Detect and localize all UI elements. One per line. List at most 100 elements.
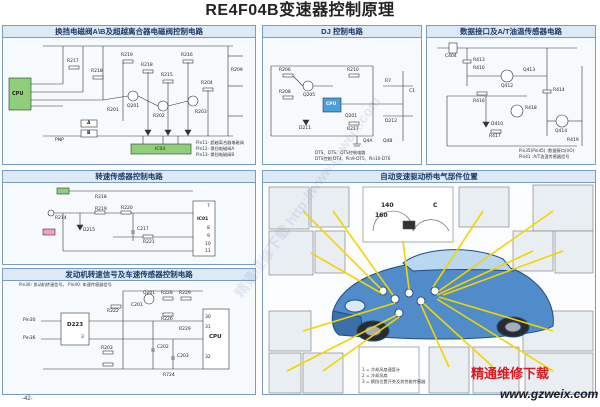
- d223-label: D223: [67, 322, 84, 328]
- d212-label: D212: [385, 119, 398, 124]
- ic-pin: 10: [205, 242, 211, 247]
- ic-pin: 9: [207, 234, 210, 239]
- c1-label: C1: [409, 89, 416, 94]
- legend-line-3: 3 = 换挡位置开关及其性能传感器: [362, 379, 426, 384]
- cpu-pin: 31: [205, 325, 211, 330]
- r413-label: R413: [473, 58, 485, 63]
- cpu-label: CPU: [326, 102, 337, 107]
- panel-speed-sensor-circuit: 转速传感器控制电路 R218 R214 D215 C217 R219 R220 …: [2, 170, 256, 265]
- r7-label: R7: [385, 79, 391, 84]
- r724-label: R724: [163, 373, 175, 378]
- engine-speed-schematic: [41, 290, 230, 370]
- shift-solenoid-schematic: [8, 45, 243, 155]
- legend-line-1: 1 = 冷却风扇速度计: [362, 367, 401, 372]
- r418-label: R418: [525, 106, 537, 111]
- r218b-label: R218: [141, 63, 153, 68]
- d223-pin: 3: [81, 335, 84, 340]
- p1-note-3: Pin13- 换挡电磁阀B: [196, 152, 235, 157]
- q412-label: Q412: [501, 84, 514, 89]
- p1-note-2: Pin12- 换挡电磁阀A: [196, 146, 235, 151]
- data-interface-schematic: [437, 42, 583, 147]
- site-url: www.gzweix.com: [500, 387, 599, 401]
- p5-note-1: Pin30: 发动机转速信号， Pin40: 车速传感器信号: [19, 282, 112, 287]
- q413-label: Q413: [523, 68, 536, 73]
- r221-label: R221: [143, 240, 155, 245]
- panel-title: 转速传感器控制电路: [3, 171, 255, 183]
- page-title: RE4F04B变速器控制原理: [205, 2, 395, 19]
- r414-label: R414: [553, 88, 565, 93]
- r218-label: R218: [91, 69, 103, 74]
- ic-label: IC04: [155, 147, 166, 152]
- d410-label: D410: [491, 122, 504, 127]
- pnp-label: PNP: [55, 138, 64, 143]
- r214-label: R214: [55, 216, 67, 221]
- r208-label: R208: [279, 90, 291, 95]
- q414-label: Q414: [555, 129, 568, 134]
- speed-sensor-schematic: [42, 187, 216, 257]
- r417-label: R417: [489, 134, 501, 139]
- p2-note-1: DTS、DTS、DTS控制电路: [315, 150, 366, 155]
- r419-label: R419: [567, 138, 579, 143]
- r410-label: R410: [473, 66, 485, 71]
- cpu-pin: 30: [205, 315, 211, 320]
- r229-label: R229: [179, 291, 191, 296]
- q201-label: Q201: [345, 114, 358, 119]
- q201-label: Q201: [143, 291, 156, 296]
- p3-note-1: Pin35(Pin45) :数据接口(I/O): [519, 148, 575, 153]
- c203-label: C203: [177, 354, 189, 359]
- q205-label: Q205: [303, 93, 316, 98]
- d211-label: D211: [299, 126, 312, 131]
- c201-label: C201: [131, 303, 143, 308]
- gauge-number: C: [433, 202, 438, 209]
- page-number: -42-: [22, 396, 33, 402]
- legend-line-2: 2 = 冷却风扇: [362, 373, 388, 378]
- gauge-number: 140: [381, 202, 394, 209]
- panel-component-locations: 自动变速驱动桥电气部件位置: [262, 170, 596, 395]
- r219-label: R219: [95, 207, 107, 212]
- r206-label: R206: [279, 68, 291, 73]
- r222-label: R222: [107, 309, 119, 314]
- r210-label: R210: [347, 68, 359, 73]
- r217-label: R217: [67, 59, 79, 64]
- p2-note-2: DTS控制 DT4、Pin9-DT5、Pin10-DT6: [315, 156, 391, 161]
- pin-b-label: Pin36: [23, 336, 36, 341]
- r204-label: R204: [201, 81, 213, 86]
- panel-engine-speed-circuit: 发动机转速信号及车速传感器控制电路 Pin30: 发动机: [2, 268, 256, 395]
- panel-title: DJ 控制电路: [263, 26, 421, 38]
- r201-label: R201: [107, 108, 119, 113]
- gauge-number: 160: [375, 212, 388, 219]
- q4a-label: Q4A: [363, 139, 373, 144]
- panel-dj-control-circuit: DJ 控制电路 R206 Q205 R208 R210: [262, 25, 422, 165]
- r215-label: R215: [161, 73, 173, 78]
- r416-label: R416: [473, 99, 485, 104]
- p3-note-2: Pin41 :A/T油温传感器信号: [519, 154, 570, 159]
- ic-pin: 7: [207, 204, 210, 209]
- r218-label: R218: [95, 195, 107, 200]
- r220-label: R220: [121, 206, 133, 211]
- r228-label: R228: [161, 291, 173, 296]
- panel-data-interface-circuit: 数据接口及A/T油温传感器电路 C404 R413 R410: [426, 25, 596, 165]
- component-location-diagram: [268, 184, 594, 394]
- c217-label: C217: [137, 227, 149, 232]
- panel-shift-solenoid-circuit: 换挡电磁阀A\B及超越离合器电磁阀控制电路: [2, 25, 256, 165]
- dj-control-schematic: [270, 65, 413, 147]
- cpu-label: CPU: [209, 334, 222, 340]
- c404-label: C404: [445, 54, 457, 59]
- panel-title: 自动变速驱动桥电气部件位置: [263, 171, 595, 183]
- r216-label: R216: [181, 53, 193, 58]
- r202-label: R202: [153, 114, 165, 119]
- cpu-label: CPU: [12, 91, 24, 97]
- c202-label: C202: [157, 345, 169, 350]
- r217-label: R217: [347, 127, 359, 132]
- q201-label: Q201: [127, 104, 140, 109]
- p1-note-1: Pin11- 超越离合器电磁阀: [196, 140, 244, 145]
- r209-label: R209: [231, 68, 243, 73]
- q4b-label: Q4B: [383, 139, 393, 144]
- ic-pin: 8: [207, 226, 210, 231]
- r219-label: R219: [121, 53, 133, 58]
- a-label: A: [87, 121, 91, 126]
- r203-label: R203: [195, 110, 207, 115]
- ic-label: IC01: [197, 217, 209, 222]
- pin-a-label: Pin30: [23, 318, 36, 323]
- r226-label: R226: [161, 317, 173, 322]
